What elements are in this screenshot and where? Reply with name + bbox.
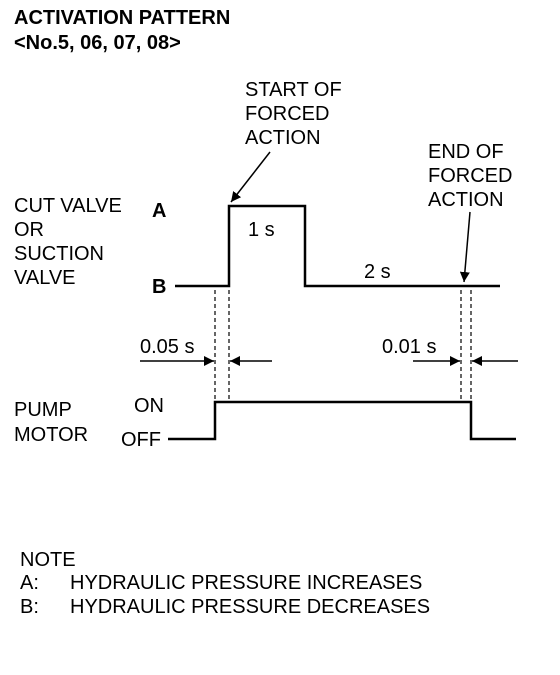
valve-label-line: OR bbox=[14, 219, 44, 241]
start-label-line: ACTION bbox=[245, 127, 321, 149]
level-a-label: A bbox=[152, 200, 166, 222]
note-heading: NOTE bbox=[20, 549, 76, 571]
start-arrow bbox=[230, 151, 271, 203]
valve-label-line: VALVE bbox=[14, 267, 76, 289]
start-annotation: START OF FORCED ACTION bbox=[245, 79, 342, 149]
duration-high-label: 1 s bbox=[248, 219, 275, 241]
end-arrow bbox=[459, 211, 471, 283]
end-label-line: ACTION bbox=[428, 189, 504, 211]
start-label-line: START OF bbox=[245, 79, 342, 101]
valve-label: CUT VALVE OR SUCTION VALVE bbox=[14, 195, 122, 289]
pump-waveform bbox=[168, 400, 516, 441]
start-label-line: FORCED bbox=[245, 103, 329, 125]
delay-start-label: 0.05 s bbox=[140, 336, 194, 358]
note-key-a: A: bbox=[20, 572, 39, 594]
level-b-label: B bbox=[152, 276, 166, 298]
diagram-subtitle: <No.5, 06, 07, 08> bbox=[14, 32, 181, 54]
delay-end-label: 0.01 s bbox=[382, 336, 436, 358]
pump-off-label: OFF bbox=[121, 429, 161, 451]
note-text-a: HYDRAULIC PRESSURE INCREASES bbox=[70, 572, 422, 594]
diagram-title: ACTIVATION PATTERN bbox=[14, 7, 230, 29]
valve-label-line: CUT VALVE bbox=[14, 195, 122, 217]
pump-label-line: PUMP bbox=[14, 399, 72, 421]
end-label-line: FORCED bbox=[428, 165, 512, 187]
note-text-b: HYDRAULIC PRESSURE DECREASES bbox=[70, 596, 430, 618]
valve-label-line: SUCTION bbox=[14, 243, 104, 265]
duration-low-label: 2 s bbox=[364, 261, 391, 283]
valve-waveform bbox=[175, 204, 500, 288]
end-annotation: END OF FORCED ACTION bbox=[428, 141, 512, 211]
pump-label-line: MOTOR bbox=[14, 424, 88, 446]
note-key-b: B: bbox=[20, 596, 39, 618]
end-label-line: END OF bbox=[428, 141, 504, 163]
pump-on-label: ON bbox=[134, 395, 164, 417]
